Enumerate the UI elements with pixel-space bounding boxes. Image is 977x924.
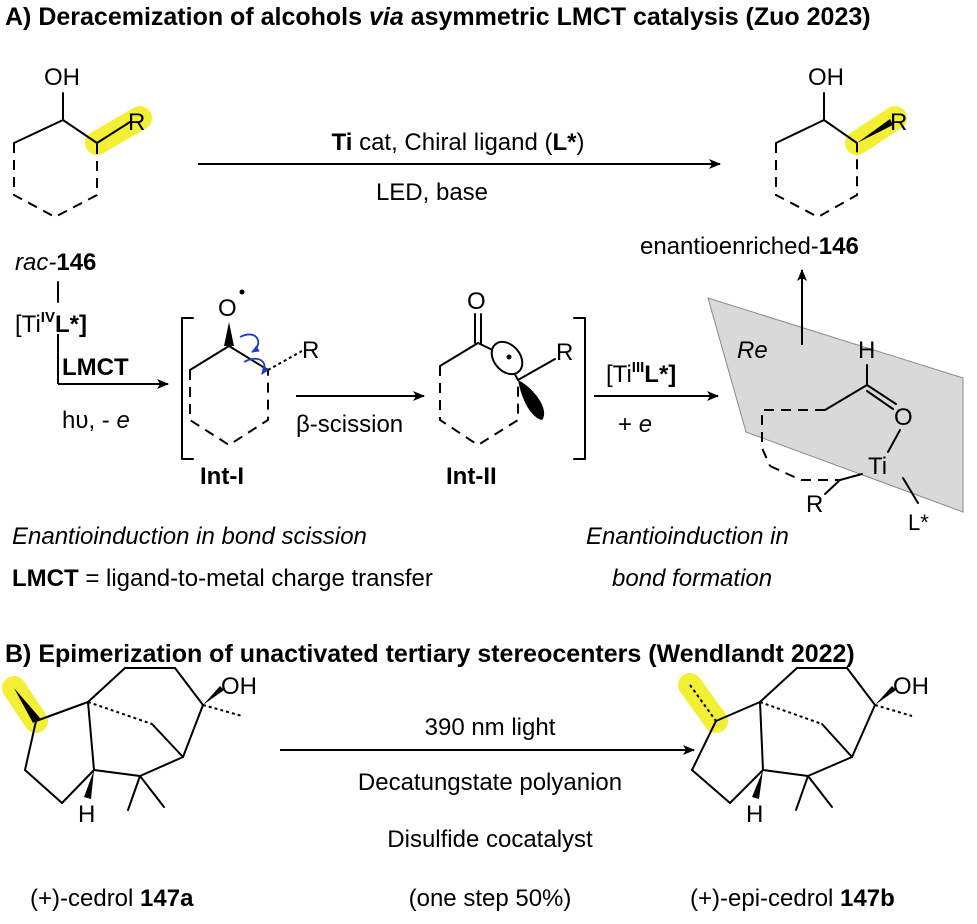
r-label: R bbox=[128, 109, 145, 136]
ti-iii-catalyst: [TiIIIL*] bbox=[606, 359, 676, 388]
svg-text:O: O bbox=[218, 295, 237, 322]
epi-cedrol-147b-structure: OH H bbox=[678, 667, 929, 828]
conditions-line2: LED, base bbox=[376, 179, 488, 206]
caption-bond-formation-2: bond formation bbox=[612, 565, 772, 592]
conditions-line1: Ti cat, Chiral ligand (L*) bbox=[332, 129, 585, 156]
int-ii-structure: O R bbox=[439, 288, 573, 447]
int-i-structure: O R bbox=[189, 289, 319, 447]
plus-e-label: + e bbox=[618, 411, 652, 438]
svg-text:R: R bbox=[806, 491, 823, 518]
cond-light: 390 nm light bbox=[425, 714, 556, 741]
svg-text:Re: Re bbox=[737, 337, 768, 364]
enantioenriched-146-structure: OH R bbox=[775, 64, 907, 219]
caption-bond-scission: Enantioinduction in bond scission bbox=[12, 523, 367, 550]
svg-text:OH: OH bbox=[808, 64, 844, 91]
caption-bond-formation-1: Enantioinduction in bbox=[586, 523, 789, 550]
rac-146-label: rac-146 bbox=[15, 249, 96, 276]
part-a-title: A) Deracemization of alcohols via asymme… bbox=[5, 3, 871, 31]
svg-text:R: R bbox=[556, 339, 573, 366]
lmct-label: LMCT bbox=[62, 354, 129, 381]
part-b-title: B) Epimerization of unactivated tertiary… bbox=[5, 640, 855, 668]
cond-decatungstate: Decatungstate polyanion bbox=[358, 769, 622, 796]
svg-text:H: H bbox=[858, 337, 875, 364]
int-ii-bracket bbox=[573, 317, 586, 460]
cond-yield: (one step 50%) bbox=[409, 885, 572, 912]
int-i-bracket bbox=[181, 317, 194, 460]
cedrol-label: (+)-cedrol 147a bbox=[30, 885, 194, 912]
oh-label: OH bbox=[44, 64, 80, 91]
svg-text:R: R bbox=[302, 337, 319, 364]
svg-text:L*: L* bbox=[908, 510, 929, 535]
int-ii-label: Int-II bbox=[446, 463, 497, 490]
svg-text:O: O bbox=[467, 288, 486, 315]
ti-iv-catalyst: [TiIVL*] bbox=[15, 309, 87, 338]
hv-label: hυ, - e bbox=[62, 407, 130, 434]
svg-text:OH: OH bbox=[221, 673, 257, 700]
caption-lmct-definition: LMCT = ligand-to-metal charge transfer bbox=[12, 565, 433, 592]
svg-text:R: R bbox=[890, 109, 907, 136]
svg-text:H: H bbox=[746, 801, 763, 828]
svg-text:Ti: Ti bbox=[868, 453, 887, 480]
cond-disulfide: Disulfide cocatalyst bbox=[387, 826, 593, 853]
svg-text:OH: OH bbox=[893, 673, 929, 700]
rac-146-structure: OH R bbox=[13, 64, 152, 219]
re-face-transition-state: Re H O Ti R L* bbox=[707, 269, 964, 535]
beta-scission-label: β-scission bbox=[296, 411, 403, 438]
int-i-label: Int-I bbox=[200, 463, 244, 490]
svg-text:H: H bbox=[78, 801, 95, 828]
enantioenriched-146-label: enantioenriched-146 bbox=[640, 233, 859, 260]
svg-text:O: O bbox=[894, 404, 913, 431]
cedrol-147a-structure: OH H bbox=[2, 667, 257, 828]
epi-cedrol-label: (+)-epi-cedrol 147b bbox=[690, 885, 895, 912]
